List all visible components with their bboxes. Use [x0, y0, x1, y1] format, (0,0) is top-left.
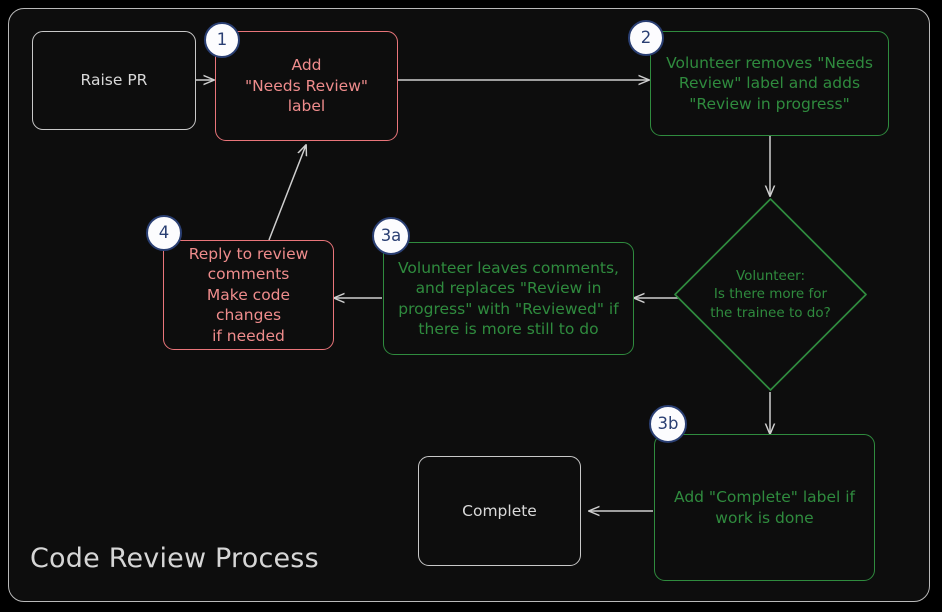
- node-decision-label: Volunteer: Is there more for the trainee…: [710, 268, 831, 321]
- diagram-title: Code Review Process: [30, 543, 319, 574]
- node-add-needs-review-label: Add "Needs Review" label: [244, 56, 369, 116]
- step-badge-4[interactable]: 4: [146, 215, 182, 251]
- node-add-complete[interactable]: Add "Complete" label if work is done: [654, 434, 875, 581]
- step-badge-2-text: 2: [640, 27, 652, 47]
- node-volunteer-comments-label: Volunteer leaves comments, and replaces …: [398, 258, 619, 338]
- node-complete[interactable]: Complete: [418, 456, 581, 566]
- step-badge-3b[interactable]: 3b: [649, 405, 687, 443]
- node-reply-to-review-label: Reply to review comments Make code chang…: [188, 244, 309, 345]
- step-badge-3a-text: 3a: [380, 225, 402, 245]
- node-complete-label: Complete: [462, 501, 537, 520]
- node-volunteer-start[interactable]: Volunteer removes "Needs Review" label a…: [650, 31, 889, 136]
- node-decision[interactable]: Volunteer: Is there more for the trainee…: [672, 196, 869, 393]
- step-badge-1-text: 1: [216, 29, 228, 49]
- node-raise-pr[interactable]: Raise PR: [32, 31, 196, 130]
- node-reply-to-review[interactable]: Reply to review comments Make code chang…: [163, 240, 334, 350]
- node-volunteer-comments[interactable]: Volunteer leaves comments, and replaces …: [383, 242, 634, 355]
- step-badge-2[interactable]: 2: [628, 20, 664, 56]
- node-volunteer-start-label: Volunteer removes "Needs Review" label a…: [666, 53, 873, 113]
- step-badge-1[interactable]: 1: [204, 22, 240, 58]
- step-badge-3a[interactable]: 3a: [372, 217, 410, 255]
- step-badge-3b-text: 3b: [657, 413, 679, 433]
- node-raise-pr-label: Raise PR: [80, 71, 148, 90]
- step-badge-4-text: 4: [158, 222, 170, 242]
- node-add-needs-review[interactable]: Add "Needs Review" label: [215, 31, 398, 141]
- decision-diamond-shape: [674, 198, 867, 391]
- node-add-complete-label: Add "Complete" label if work is done: [674, 488, 855, 527]
